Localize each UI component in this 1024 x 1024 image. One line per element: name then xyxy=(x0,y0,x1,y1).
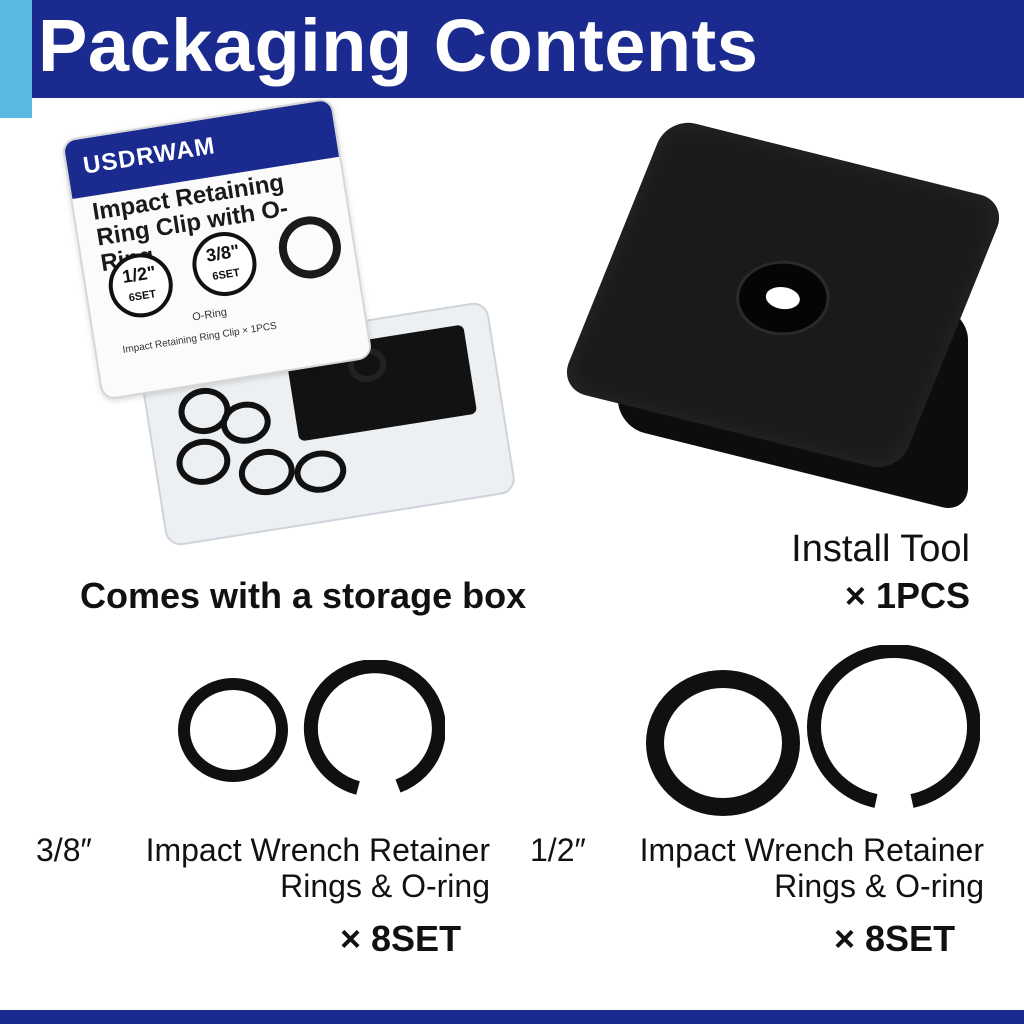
storage-box-caption: Comes with a storage box xyxy=(80,575,527,616)
set-name-line2: Rings & O-ring xyxy=(774,868,984,904)
install-tool-image xyxy=(558,116,1008,514)
box-subtext: Impact Retaining Ring Clip × 1PCS xyxy=(121,320,278,356)
oring-half xyxy=(646,670,800,816)
header-bar xyxy=(32,0,1024,98)
set-size-three-eighths: 3/8″ xyxy=(36,832,92,868)
install-tool-name: Install Tool xyxy=(791,528,970,570)
set-qty-three-eighths: × 8SET xyxy=(340,918,462,959)
set-name-line1: Impact Wrench Retainer xyxy=(145,832,490,868)
tray-oring xyxy=(173,434,234,489)
box-oring-label: O-Ring xyxy=(191,306,228,324)
install-tool-qty: × 1PCS xyxy=(844,575,970,616)
storage-box-image: USDRWAM Impact Retaining Ring Clip with … xyxy=(61,97,540,555)
storage-box-label-card: USDRWAM Impact Retaining Ring Clip with … xyxy=(61,97,373,401)
install-tool-hole xyxy=(723,251,842,345)
oring-three-eighths xyxy=(178,678,288,782)
page-title: Packaging Contents xyxy=(38,4,759,87)
install-tool-hole-through xyxy=(762,283,804,313)
set-name-line2: Rings & O-ring xyxy=(280,868,490,904)
header-accent-bar xyxy=(0,0,32,118)
footer-bar xyxy=(0,1010,1024,1024)
tray-oring xyxy=(235,444,299,500)
retainer-ring-half xyxy=(807,645,980,808)
retainer-ring-three-eighths xyxy=(303,660,445,795)
set-name-line1: Impact Wrench Retainer xyxy=(639,832,984,868)
tray-oring xyxy=(291,446,350,497)
set-size-half: 1/2″ xyxy=(530,832,586,868)
set-name-half: Impact Wrench Retainer Rings & O-ring xyxy=(584,832,984,904)
set-name-three-eighths: Impact Wrench Retainer Rings & O-ring xyxy=(90,832,490,904)
set-qty-half: × 8SET xyxy=(834,918,956,959)
